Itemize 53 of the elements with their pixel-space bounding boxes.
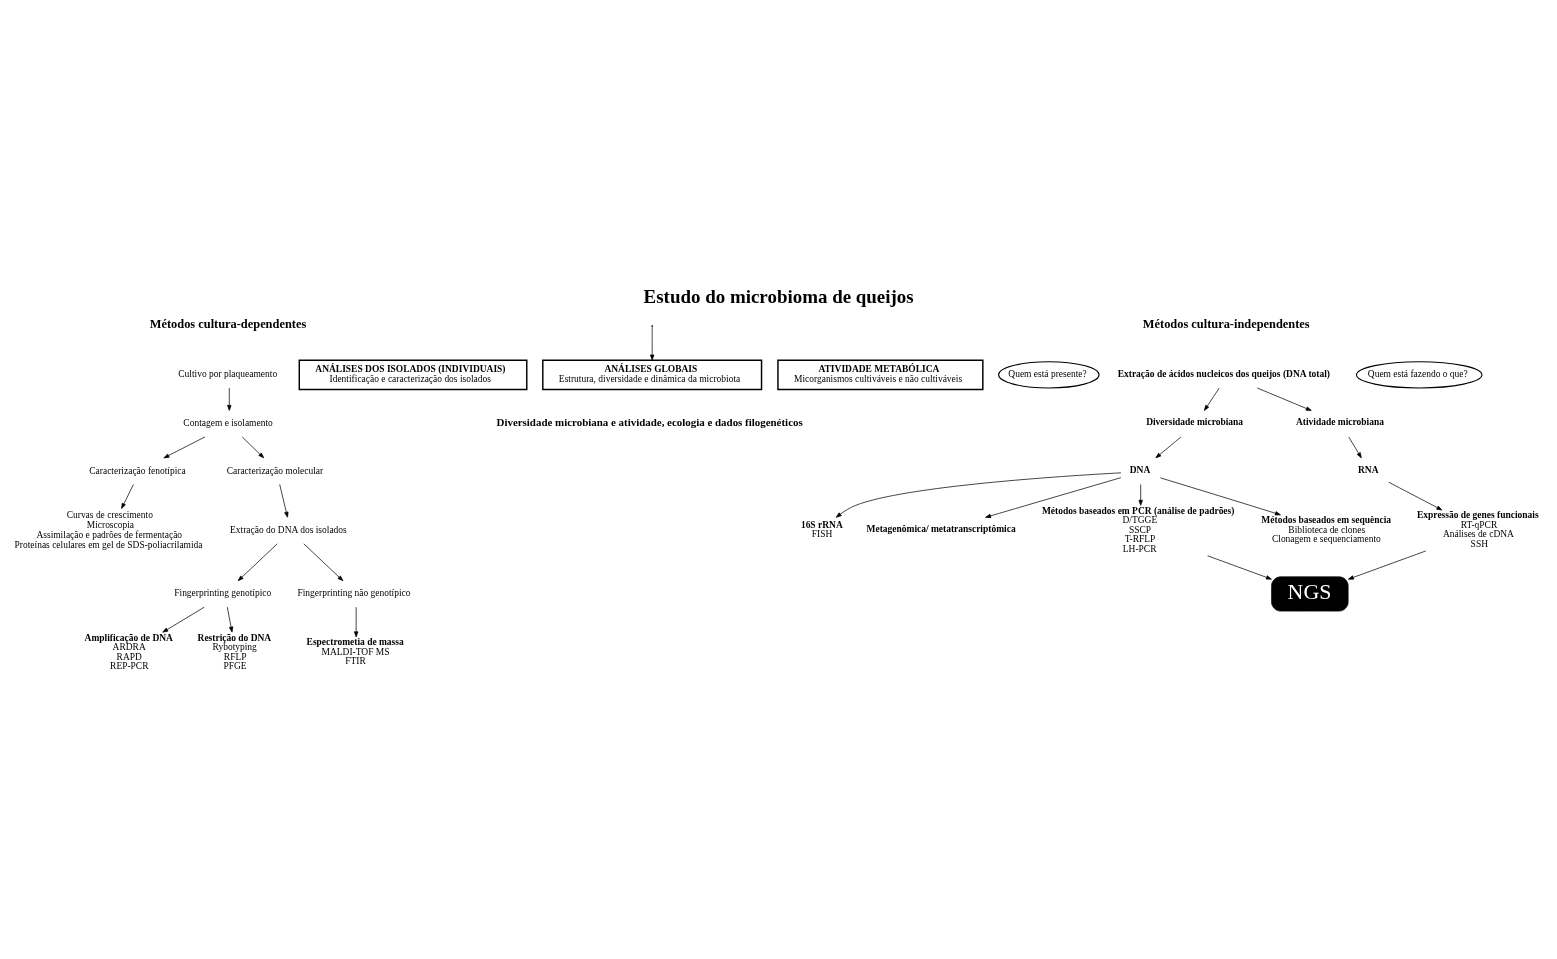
node-text: Contagem e isolamento [183, 418, 273, 429]
arrow [303, 543, 344, 582]
arrow [1348, 436, 1362, 459]
label: Métodos cultura-dependentes [149, 317, 307, 332]
node-box: ANÁLISES DOS ISOLADOS (INDIVIDUAIS) Identificação e caracterização dos isolados [298, 359, 528, 391]
arrow [1257, 387, 1312, 411]
caption: Diversidade microbiana e atividade, ecologia e dados filogenéticos [496, 415, 803, 428]
node-text: Extração de ácidos nucleicos dos queijos (DNA total) [1117, 368, 1330, 379]
arrow [835, 472, 1122, 518]
node-text: Restrição do DNA Rybotyping RFLP PFGE [197, 632, 272, 671]
arrow [1155, 436, 1182, 459]
node-text: Métodos baseados em PCR (análise de padrões) D/TGGE SSCP T-RFLP LH-PCR [1041, 505, 1235, 554]
arrow [1348, 550, 1427, 580]
label: Métodos cultura-independentes [1142, 317, 1310, 332]
node-text: RNA [1357, 464, 1379, 475]
node-box: NGS [1271, 576, 1349, 612]
node-text: Espectrometia de massa MALDI-TOF MS FTIR [306, 637, 404, 667]
node-ellipse: Quem está presente? [998, 361, 1100, 389]
arrow [237, 543, 278, 582]
arrow [241, 436, 265, 459]
node-text: Caracterização fenotípica [89, 465, 186, 476]
node-text: DNA [1129, 464, 1151, 475]
arrow [1207, 555, 1272, 580]
arrow [354, 606, 359, 638]
diagram-title: Estudo do microbioma de queijos [643, 286, 914, 308]
node-text: Fingerprinting não genotípico [297, 588, 411, 599]
arrow [1160, 477, 1281, 516]
node-text: Curvas de crescimento Microscopia Assimilação e padrões de fermentação Proteínas celulares em gel de SDS-poliacrilamida [14, 509, 203, 551]
arrow [226, 606, 234, 633]
arrow [1388, 481, 1443, 511]
node-text: 16S rRNA FISH [800, 519, 843, 540]
node-text: Atividade microbiana [1296, 417, 1384, 428]
arrow [121, 484, 134, 509]
arrow [227, 387, 232, 411]
node-text: Amplificação de DNA ARDRA RAPD REP-PCR [84, 632, 173, 671]
arrow [650, 326, 655, 361]
arrow [1138, 484, 1143, 506]
arrow [279, 484, 289, 518]
node-box: ANÁLISES GLOBAIS Estrutura, diversidade e dinâmica da microbiota [542, 359, 763, 391]
node-box: ATIVIDADE METABÓLICA Micorganismos cultiváveis e não cultiváveis [777, 359, 984, 391]
node-text: Métodos baseados em sequência Biblioteca de clones Clonagem e sequenciamento [1261, 515, 1392, 545]
node-text: Fingerprinting genotípico [174, 588, 272, 599]
node-text: Extração do DNA dos isolados [230, 525, 347, 536]
arrow [162, 606, 205, 633]
arrow [163, 436, 206, 459]
node-text: Cultivo por plaqueamento [178, 369, 278, 380]
node-text: Caracterização molecular [226, 465, 324, 476]
arrow [1204, 387, 1220, 411]
node-text: Metagenômica/ metatranscriptômica [866, 524, 1016, 535]
node-ellipse: Quem está fazendo o que? [1355, 361, 1483, 389]
node-text: Diversidade microbiana [1146, 417, 1244, 428]
arrow [985, 477, 1122, 518]
node-text: Expressão de genes funcionais RT-qPCR Análises de cDNA SSH [1417, 510, 1539, 549]
